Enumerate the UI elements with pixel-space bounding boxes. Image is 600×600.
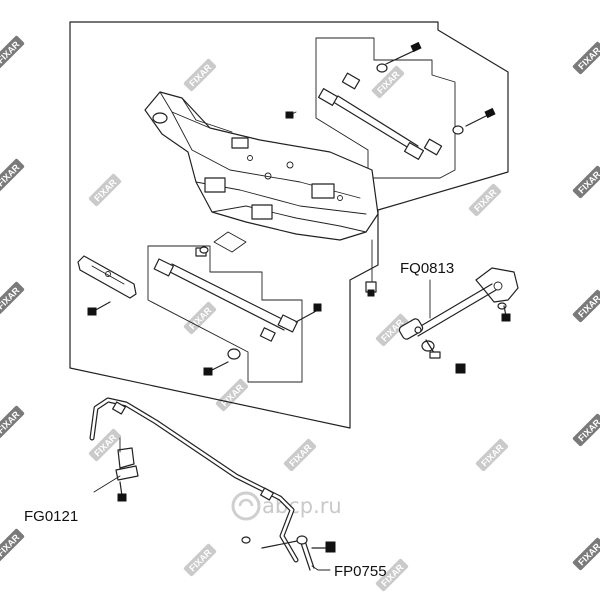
watermark-column-left: FIXAR FIXAR FIXAR FIXAR FIXAR [0, 35, 25, 562]
detail-box-middle [147, 245, 303, 383]
svg-text:FIXAR: FIXAR [576, 45, 600, 72]
svg-text:FIXAR: FIXAR [472, 187, 499, 214]
brand-badge: FIXAR [572, 41, 600, 75]
brand-badge: FIXAR [572, 413, 600, 447]
brand-badge: FIXAR [183, 543, 217, 577]
upper-lateral-link [285, 41, 496, 160]
brand-badge: FIXAR [572, 165, 600, 199]
brand-badge: FIXAR [371, 65, 405, 99]
svg-text:FIXAR: FIXAR [576, 169, 600, 196]
svg-text:FIXAR: FIXAR [187, 62, 214, 89]
leader-lines [93, 279, 431, 571]
bracket-plate [77, 255, 137, 316]
brand-badge: FIXAR [0, 281, 25, 315]
part-fq0813 [398, 267, 519, 374]
brand-badge: FIXAR [283, 438, 317, 472]
svg-text:FIXAR: FIXAR [187, 547, 214, 574]
svg-text:FIXAR: FIXAR [576, 541, 600, 568]
brand-badge: FIXAR [215, 378, 249, 412]
brand-badge: FIXAR [0, 405, 25, 439]
mount-bolt [365, 239, 377, 297]
callout-fp0755: FP0755 [334, 563, 387, 580]
brand-badge: FIXAR [88, 173, 122, 207]
svg-text:FIXAR: FIXAR [375, 69, 402, 96]
brand-badge: FIXAR [468, 183, 502, 217]
brand-badge: FIXAR [183, 301, 217, 335]
brand-badge: FIXAR [0, 528, 25, 562]
brand-badge: FIXAR [0, 158, 25, 192]
brand-badge: FIXAR [572, 289, 600, 323]
svg-text:FIXAR: FIXAR [92, 432, 119, 459]
callout-fq0813: FQ0813 [400, 260, 454, 277]
brand-badge: FIXAR [572, 537, 600, 571]
brand-badge: FIXAR [183, 58, 217, 92]
brand-badge: FIXAR [0, 35, 25, 69]
callout-fg0121: FG0121 [24, 508, 78, 525]
part-fg0121 [89, 397, 299, 563]
brand-badge: FIXAR [475, 438, 509, 472]
detail-box-upper [315, 37, 456, 179]
svg-text:FIXAR: FIXAR [576, 417, 600, 444]
lower-longitudinal-link [153, 246, 322, 376]
subframe-crossmember [144, 91, 379, 253]
svg-text:FIXAR: FIXAR [92, 177, 119, 204]
svg-text:FIXAR: FIXAR [287, 442, 314, 469]
abcp-logo-icon [231, 491, 261, 521]
watermark-column-right: FIXAR FIXAR FIXAR FIXAR FIXAR [572, 41, 600, 571]
part-fp0755 [261, 535, 336, 571]
svg-text:FIXAR: FIXAR [576, 293, 600, 320]
svg-text:FIXAR: FIXAR [479, 442, 506, 469]
